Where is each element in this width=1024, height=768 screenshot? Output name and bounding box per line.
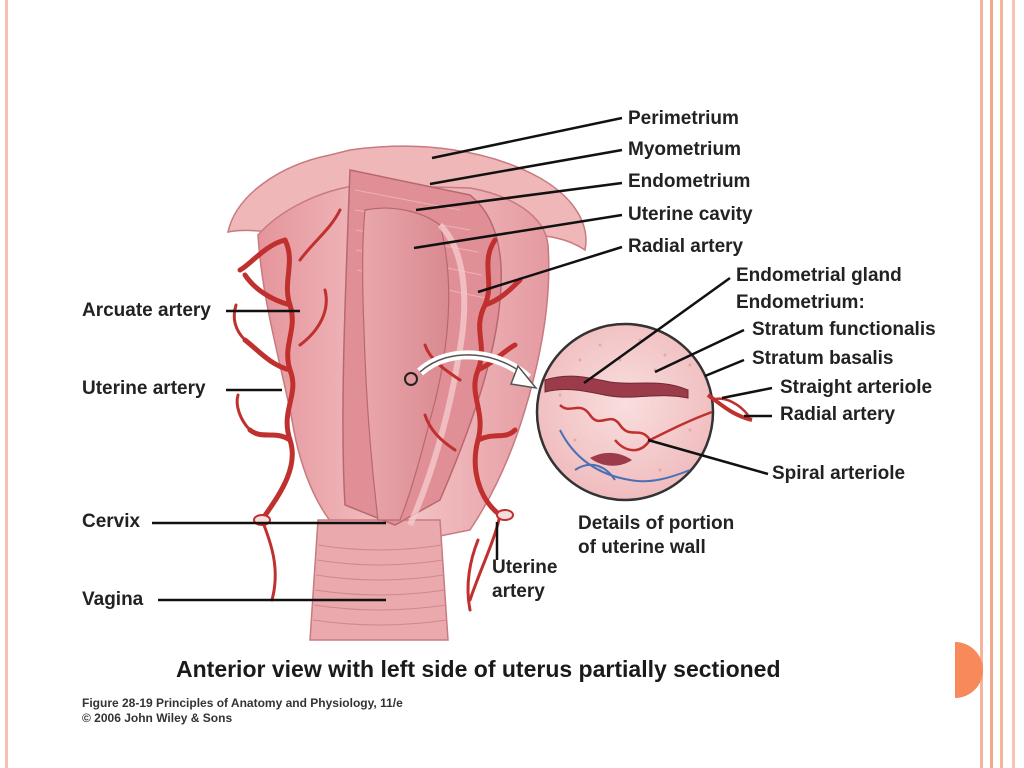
label-uterine-artery: Uterine artery <box>82 378 206 399</box>
slide-frame-right-4 <box>1012 0 1015 768</box>
leader-perimetrium <box>431 116 623 160</box>
label-arcuate-artery: Arcuate artery <box>82 300 211 321</box>
label-uterine-cavity: Uterine cavity <box>628 204 753 225</box>
label-spiral-arteriole: Spiral arteriole <box>772 463 906 484</box>
label-radial-artery: Radial artery <box>628 236 744 257</box>
label-cervix: Cervix <box>82 511 141 532</box>
label-uterine-artery-right-line2: artery <box>492 581 545 602</box>
label-endometrium-colon: Endometrium: <box>736 292 865 313</box>
label-stratum-functionalis: Stratum functionalis <box>752 319 936 340</box>
figure-caption: Anterior view with left side of uterus p… <box>176 656 781 682</box>
label-vagina: Vagina <box>82 589 144 610</box>
label-radial-artery-detail: Radial artery <box>780 404 896 425</box>
leader-spiral-arteriole <box>647 438 769 476</box>
label-endometrium: Endometrium <box>628 171 751 192</box>
label-stratum-basalis: Stratum basalis <box>752 348 894 369</box>
leader-radial-artery <box>477 245 623 294</box>
leader-straight-arteriole <box>721 386 773 400</box>
leader-myometrium <box>429 148 623 186</box>
leader-endometrium <box>415 181 623 212</box>
leader-stratum-functionalis <box>654 328 745 374</box>
label-endometrial-gland: Endometrial gland <box>736 265 902 286</box>
slide-frame-left <box>5 0 8 768</box>
label-myometrium: Myometrium <box>628 139 741 160</box>
figure-note-line1: Figure 28-19 Principles of Anatomy and P… <box>82 696 403 710</box>
slide-frame-right-1 <box>980 0 983 768</box>
leader-stratum-basalis <box>704 358 745 378</box>
leader-uterine-cavity <box>413 213 623 250</box>
leader-endometrial-gland <box>583 276 731 385</box>
label-details-portion: Details of portion of uterine wall <box>578 512 734 560</box>
label-uterine-artery-right: Uterine artery <box>492 556 557 604</box>
label-details-line1: Details of portion <box>578 513 735 534</box>
slide-frame-right-3 <box>1000 0 1003 768</box>
label-uterine-artery-right-line1: Uterine <box>492 557 558 578</box>
slide-frame-right-2 <box>990 0 993 768</box>
label-details-line2: of uterine wall <box>578 537 706 558</box>
figure-note-line2: © 2006 John Wiley & Sons <box>82 711 233 725</box>
label-straight-arteriole: Straight arteriole <box>780 377 933 398</box>
label-perimetrium: Perimetrium <box>628 108 739 129</box>
